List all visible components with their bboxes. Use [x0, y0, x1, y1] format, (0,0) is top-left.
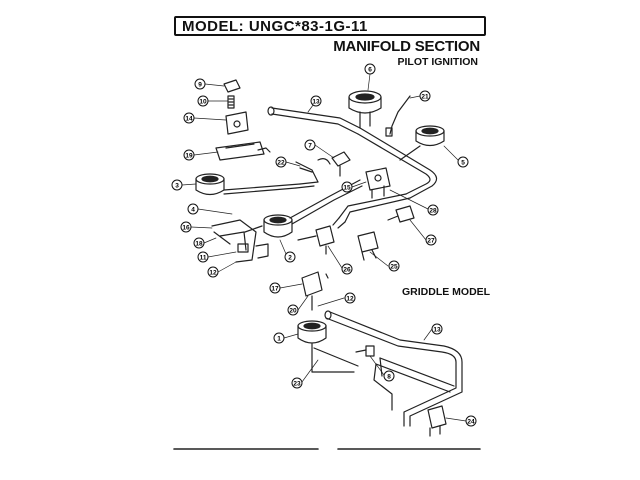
callout-15: 15 — [341, 181, 353, 193]
griddle-burner-1 — [297, 320, 359, 373]
svg-text:20: 20 — [289, 307, 297, 314]
callout-21: 21 — [419, 90, 431, 102]
model-banner: MODEL: UNGC*83-1G-11 — [174, 16, 486, 36]
valve-27 — [387, 205, 415, 223]
svg-text:14: 14 — [185, 115, 193, 122]
griddle-bracket-17 — [301, 271, 329, 311]
callout-4: 4 — [187, 203, 199, 215]
callout-9: 9 — [194, 78, 206, 90]
svg-text:25: 25 — [390, 263, 398, 270]
fitting-8 — [355, 345, 375, 357]
valve-28 — [365, 167, 391, 199]
svg-text:17: 17 — [271, 285, 279, 292]
valve-7 — [331, 151, 351, 177]
svg-text:10: 10 — [199, 98, 207, 105]
svg-text:21: 21 — [421, 93, 429, 100]
callout-19: 19 — [183, 149, 195, 161]
callout-13: 13 — [310, 95, 322, 107]
callout-27: 27 — [425, 234, 437, 246]
svg-text:5: 5 — [461, 159, 465, 166]
callout-13b: 13 — [431, 323, 443, 335]
griddle-manifold-tube — [324, 310, 463, 427]
callout-8: 8 — [383, 370, 395, 382]
svg-text:23: 23 — [293, 380, 301, 387]
burner-6 — [348, 90, 382, 129]
svg-text:8: 8 — [387, 373, 391, 380]
section-subtitle: PILOT IGNITION — [397, 56, 479, 68]
svg-text:13: 13 — [312, 98, 320, 105]
svg-text:12: 12 — [209, 269, 217, 276]
svg-text:16: 16 — [182, 224, 190, 231]
callout-18: 18 — [193, 237, 205, 249]
callout-5: 5 — [457, 156, 469, 168]
callout-23: 23 — [291, 377, 303, 389]
valve-24 — [427, 405, 447, 437]
svg-text:26: 26 — [343, 266, 351, 273]
burner-5 — [399, 125, 445, 161]
svg-text:1: 1 — [277, 335, 281, 342]
callout-11: 11 — [197, 251, 209, 263]
spark-wire-21 — [385, 95, 411, 137]
svg-text:2: 2 — [288, 254, 292, 261]
callout-group: 9 10 14 19 3 4 18 16 11 12 22 7 13 6 21 … — [171, 63, 477, 427]
svg-text:6: 6 — [368, 66, 372, 73]
pilot-line-22 — [295, 158, 331, 183]
callout-2: 2 — [284, 251, 296, 263]
bracket-19 — [215, 141, 271, 161]
section-title: MANIFOLD SECTION — [333, 38, 480, 55]
svg-text:9: 9 — [198, 81, 202, 88]
burner-3 — [195, 173, 319, 196]
svg-text:15: 15 — [343, 184, 351, 191]
callout-20: 20 — [287, 304, 299, 316]
valve-25 — [357, 231, 379, 261]
callout-12b: 12 — [344, 292, 356, 304]
svg-text:3: 3 — [175, 182, 179, 189]
svg-text:12: 12 — [346, 295, 354, 302]
callout-12: 12 — [207, 266, 219, 278]
callout-26: 26 — [341, 263, 353, 275]
pilot-bracket-16 — [211, 219, 269, 263]
callout-1: 1 — [273, 332, 285, 344]
svg-text:19: 19 — [185, 152, 193, 159]
svg-text:7: 7 — [308, 142, 312, 149]
fitting-9-10-14 — [223, 79, 249, 135]
callout-17: 17 — [269, 282, 281, 294]
svg-text:4: 4 — [191, 206, 195, 213]
callout-25: 25 — [388, 260, 400, 272]
leader-lines — [181, 73, 467, 422]
callout-7: 7 — [304, 139, 316, 151]
svg-text:28: 28 — [429, 207, 437, 214]
burner-2 — [244, 179, 363, 238]
callout-6: 6 — [364, 63, 376, 75]
callout-22: 22 — [275, 156, 287, 168]
callout-24: 24 — [465, 415, 477, 427]
manifold-tube-upper — [267, 106, 438, 229]
callout-10: 10 — [197, 95, 209, 107]
valve-26 — [297, 225, 335, 255]
svg-text:13: 13 — [433, 326, 441, 333]
svg-text:18: 18 — [195, 240, 203, 247]
callout-16: 16 — [180, 221, 192, 233]
callout-14: 14 — [183, 112, 195, 124]
callout-3: 3 — [171, 179, 183, 191]
svg-text:27: 27 — [427, 237, 435, 244]
svg-text:22: 22 — [277, 159, 285, 166]
griddle-model-label: GRIDDLE MODEL — [402, 286, 491, 298]
svg-text:11: 11 — [200, 254, 207, 261]
callout-28: 28 — [427, 204, 439, 216]
svg-text:24: 24 — [467, 418, 475, 425]
model-number: MODEL: UNGC*83-1G-11 — [182, 18, 368, 35]
